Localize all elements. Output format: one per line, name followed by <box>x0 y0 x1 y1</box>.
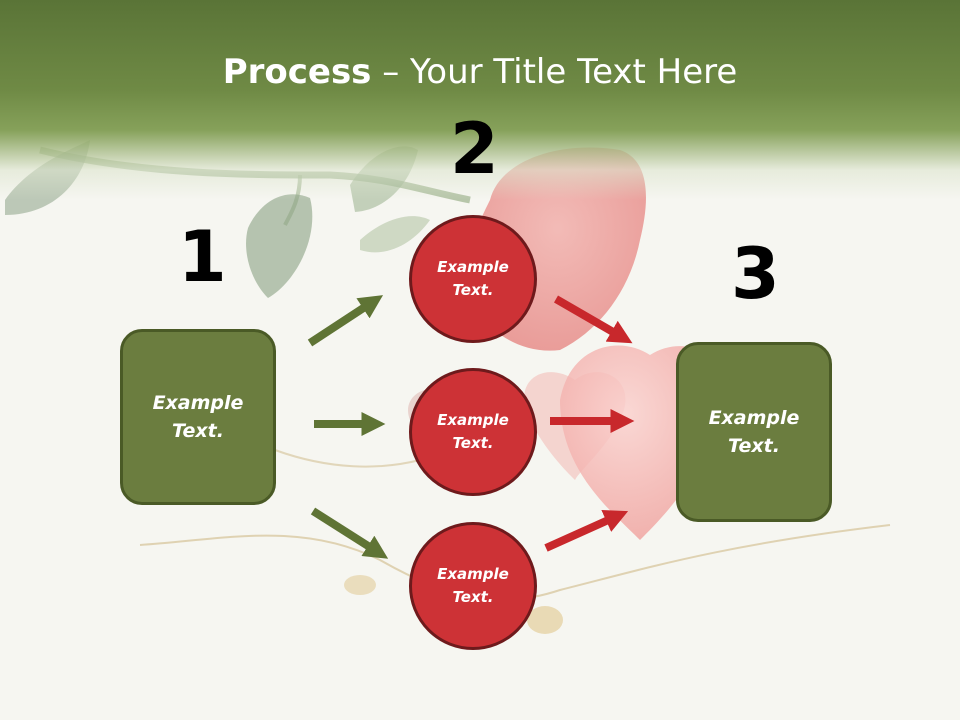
box-text-line1: Example <box>708 406 800 429</box>
circle-text-line1: Example <box>437 410 509 429</box>
title-bold-text: Process <box>222 52 372 92</box>
step-number-3: 3 <box>731 233 780 315</box>
slide-title[interactable]: Process – Your Title Text Here <box>0 52 960 92</box>
circle-text-line2: Text. <box>452 281 494 299</box>
title-rest-text: – Your Title Text Here <box>371 52 738 92</box>
circle-text-line1: Example <box>437 257 509 276</box>
circle-text-line2: Text. <box>452 588 494 606</box>
box-text-line2: Text. <box>728 435 780 457</box>
title-bar <box>0 0 960 200</box>
box-text-line2: Text. <box>172 420 224 442</box>
box-text-line1: Example <box>152 391 244 414</box>
step-number-2: 2 <box>450 108 499 190</box>
step-3-box[interactable]: Example Text. <box>676 342 832 522</box>
step-2-circle-bottom[interactable]: Example Text. <box>409 522 537 650</box>
step-2-circle-top[interactable]: Example Text. <box>409 215 537 343</box>
circle-text-line2: Text. <box>452 434 494 452</box>
step-1-box[interactable]: Example Text. <box>120 329 276 505</box>
step-2-circle-middle[interactable]: Example Text. <box>409 368 537 496</box>
circle-text-line1: Example <box>437 564 509 583</box>
step-number-1: 1 <box>178 216 227 298</box>
